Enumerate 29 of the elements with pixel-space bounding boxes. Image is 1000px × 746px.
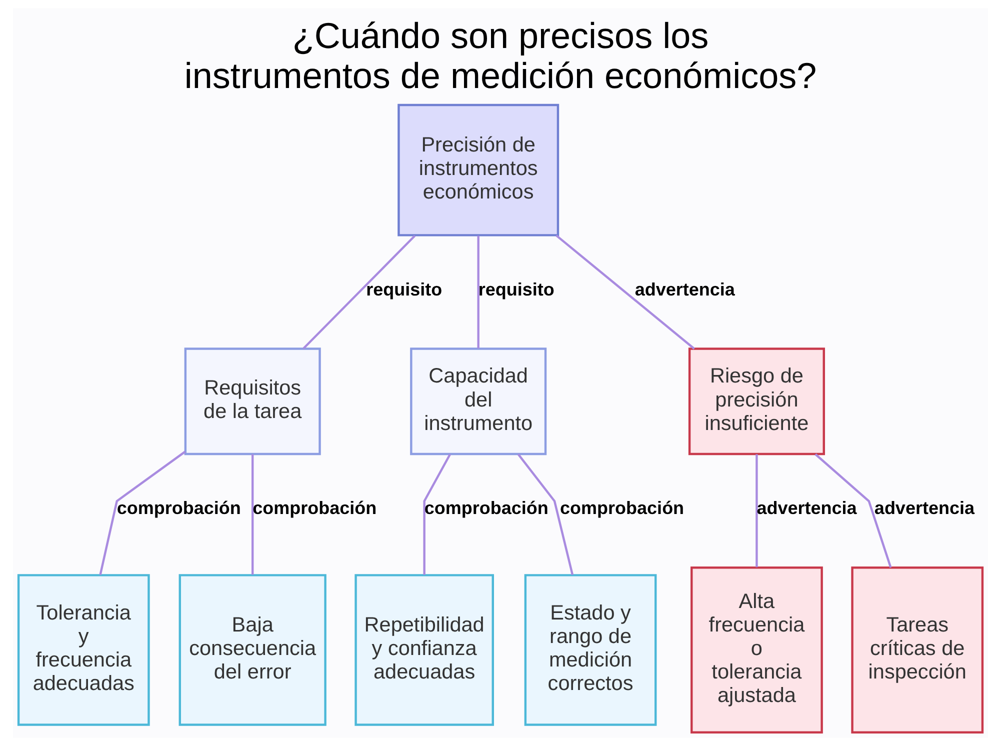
edge-label: advertencia xyxy=(634,279,734,300)
node-box: Precisión de instrumentos económicos xyxy=(397,104,559,236)
node-box: Capacidad del instrumento xyxy=(410,348,546,456)
connector xyxy=(814,453,892,568)
edge-label: comprobación xyxy=(424,498,548,518)
edge-label: requisito xyxy=(478,279,554,300)
node-box: Riesgo de precisión insuficiente xyxy=(688,348,824,456)
connector xyxy=(250,454,254,575)
connector xyxy=(98,450,186,576)
edge-label: advertencia xyxy=(756,498,856,518)
node-box: Repetibilidad y confianza adecuadas xyxy=(354,574,494,726)
connector xyxy=(302,234,416,350)
edge-label: comprobación xyxy=(560,498,684,518)
node-box: Requisitos de la tarea xyxy=(184,348,320,456)
edge-label: comprobación xyxy=(116,498,240,518)
node-box: Alta frecuencia o tolerancia ajustada xyxy=(690,566,822,734)
diagram-title: ¿Cuándo son precisos los instrumentos de medición económicos? xyxy=(184,14,816,96)
connector xyxy=(476,236,479,348)
connector xyxy=(555,234,694,350)
edge-label: comprobación xyxy=(252,498,376,518)
node-box: Tolerancia y frecuencia adecuadas xyxy=(16,574,150,726)
node-box: Tareas críticas de inspección xyxy=(850,566,984,734)
connector xyxy=(755,454,758,568)
edge-label: requisito xyxy=(366,279,442,300)
node-box: Estado y rango de medición correctos xyxy=(524,574,656,726)
connector xyxy=(516,454,574,576)
node-box: Baja consecuencia del error xyxy=(178,574,326,726)
connector xyxy=(422,454,451,575)
edge-label: advertencia xyxy=(874,498,974,518)
